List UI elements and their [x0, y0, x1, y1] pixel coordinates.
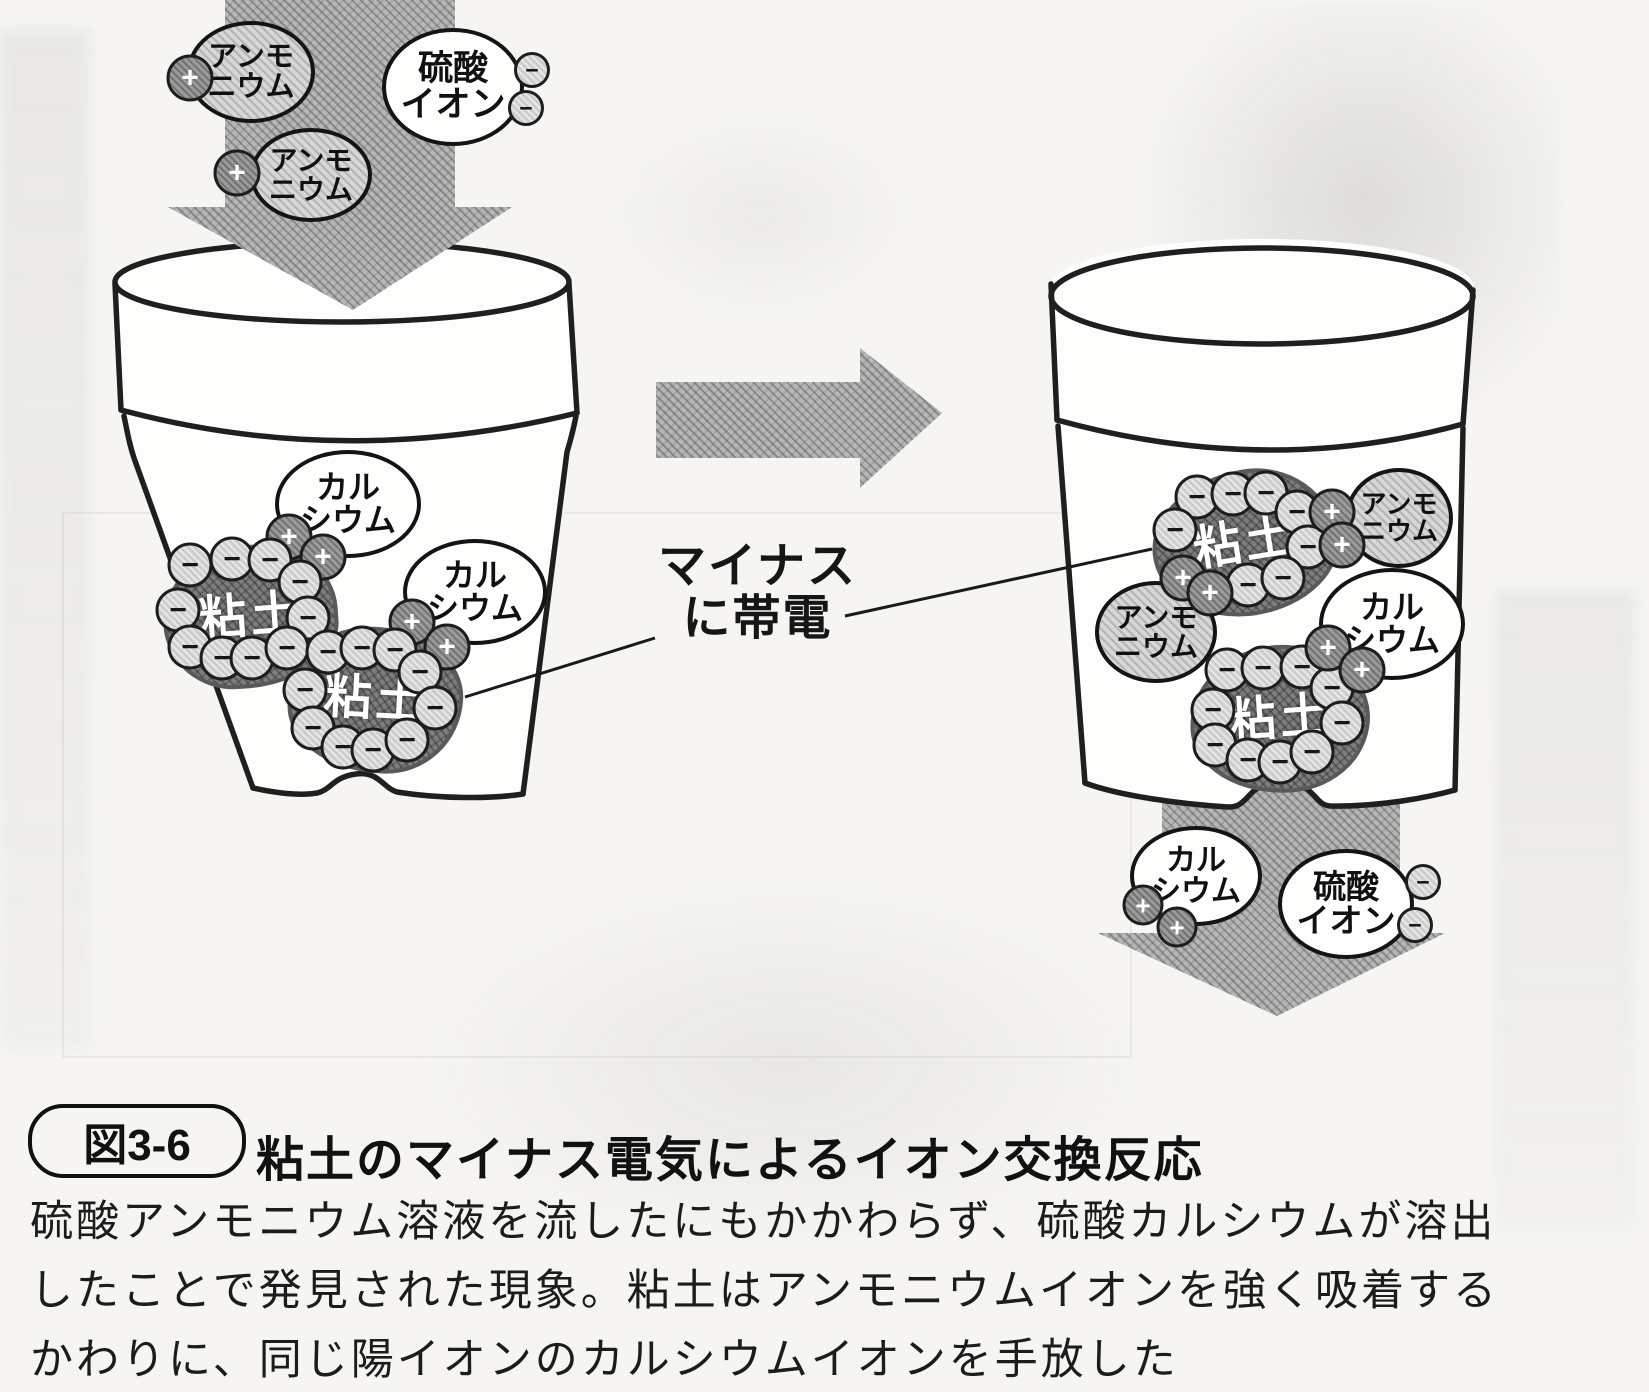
sulfate-ion-label: 硫酸 イオン — [1278, 849, 1414, 959]
ammonium-ion-label: アンモ ニウム — [187, 21, 315, 123]
caption-line: かわりに、同じ陽イオンのカルシウムイオンを手放した — [30, 1336, 1179, 1384]
calcium-ion-label: カル シウム — [1130, 826, 1262, 926]
caption-line: 硫酸アンモニウム溶液を流したにもかかわらず、硫酸カルシウムが溶出 — [30, 1198, 1497, 1246]
ammonium-ion-label: アンモ ニウム — [250, 128, 372, 222]
figure-title: 粘土のマイナス電気によるイオン交換反応 — [256, 1134, 1204, 1187]
ammonium-ion-label: アンモ ニウム — [1345, 468, 1453, 568]
caption-line: したことで発見された現象。粘土はアンモニウムイオンを強く吸着する — [30, 1267, 1499, 1315]
annotation-line: マイナス — [657, 540, 858, 593]
annotation-line: に帯電 — [682, 592, 833, 645]
negative-charge-annotation: マイナス に帯電 — [630, 541, 885, 645]
figure-caption: 硫酸アンモニウム溶液を流したにもかかわらず、硫酸カルシウムが溶出 したことで発見… — [30, 1188, 1590, 1392]
clay-label: 粘土 — [322, 670, 429, 729]
clay-label: 粘土 — [1226, 688, 1334, 749]
sulfate-ion-label: 硫酸 イオン — [382, 28, 524, 146]
clay-label: 粘土 — [196, 585, 305, 647]
clay-label: 粘土 — [1189, 508, 1301, 577]
figure-label-badge: 図3-6 — [28, 1104, 246, 1178]
calcium-ion-label: カル シウム — [403, 539, 547, 645]
annotation-leader-line-left — [464, 636, 656, 699]
annotation-leader-line-right — [844, 547, 1153, 618]
calcium-ion-label: カル シウム — [275, 450, 421, 558]
calcium-ion-label: カル シウム — [1319, 568, 1465, 680]
ammonium-ion-label: アンモ ニウム — [1095, 581, 1217, 683]
